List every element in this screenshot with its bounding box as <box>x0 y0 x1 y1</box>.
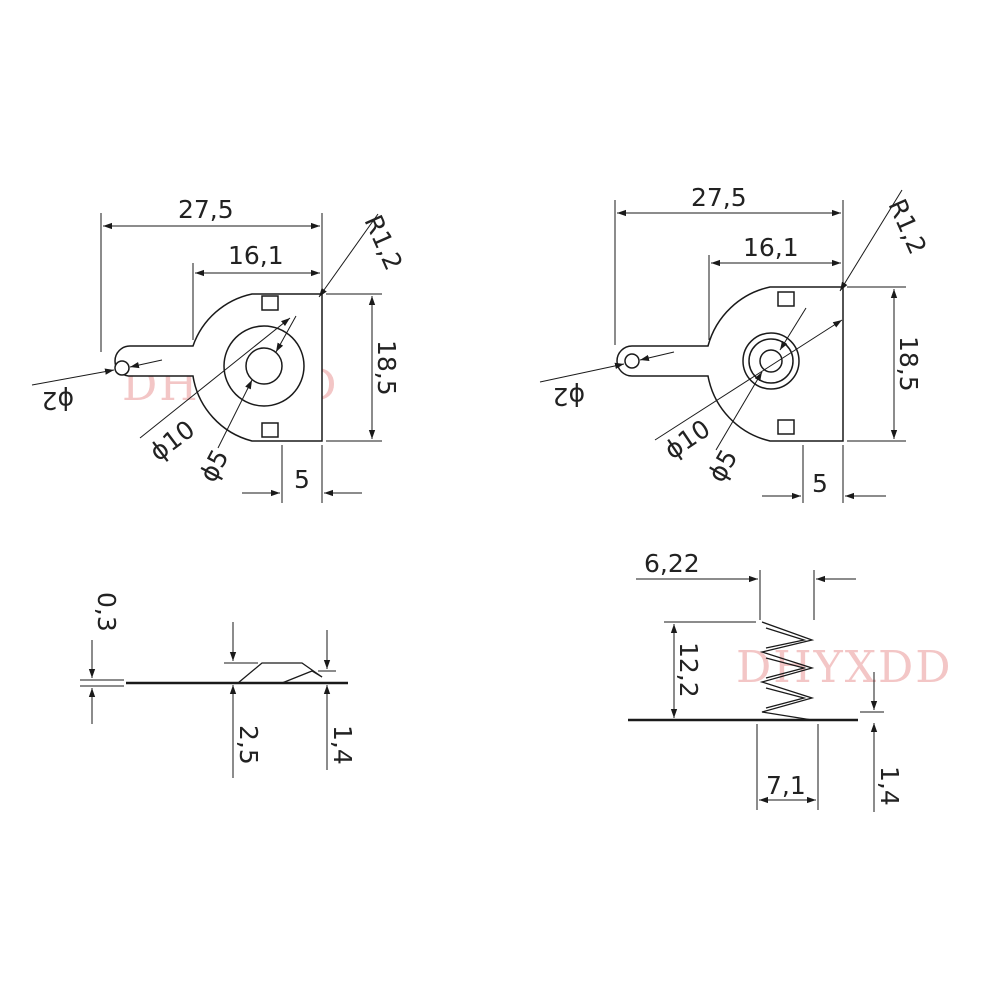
top-left-slot-bottom <box>261 422 279 438</box>
top-right-dim-tab-offset: 5 <box>812 469 828 498</box>
bottom-left-dim-bump-height: 2,5 <box>234 725 263 765</box>
top-left-dim-body-width: 16,1 <box>228 241 284 270</box>
top-left-dim-small-hole: ϕ2 <box>42 386 74 415</box>
bottom-left-bump <box>237 662 323 684</box>
top-left-dim-outer-diameter: ϕ10 <box>144 415 200 467</box>
top-right-plate-outline <box>616 286 844 442</box>
top-right-dim-inner-diameter: ϕ5 <box>702 444 743 487</box>
top-left-dim-tab-offset: 5 <box>294 465 310 494</box>
bottom-left-dim-bump-rise: 1,4 <box>328 725 357 765</box>
top-right-view: 27,5 16,1 18,5 R1,2 ϕ2 ϕ10 ϕ5 5 <box>539 183 933 503</box>
bottom-right-dim-spring-height: 12,2 <box>674 642 703 698</box>
top-right-small-hole <box>624 353 640 369</box>
top-right-dim-height: 18,5 <box>894 336 923 392</box>
top-right-dim-outer-diameter: ϕ10 <box>659 414 715 465</box>
top-right-dim-overall-width: 27,5 <box>691 183 747 212</box>
top-left-dim-height: 18,5 <box>372 340 401 396</box>
top-right-dim-radius: R1,2 <box>883 195 933 259</box>
top-right-inner-hole <box>759 349 783 373</box>
top-left-small-hole <box>114 360 130 376</box>
top-left-dim-overall-width: 27,5 <box>178 195 234 224</box>
bottom-right-spring-inner <box>765 627 807 709</box>
top-left-slot-top <box>261 295 279 311</box>
bottom-right-spring-outer <box>759 621 815 721</box>
top-right-slot-top <box>777 291 795 307</box>
bottom-right-dim-spring-base-width: 7,1 <box>766 771 806 800</box>
bottom-right-dim-base-rise: 1,4 <box>875 766 904 806</box>
watermark-right: DHYXDD <box>736 642 953 693</box>
bottom-right-dim-spring-top-width: 6,22 <box>644 549 700 578</box>
top-right-dim-body-width: 16,1 <box>743 233 799 262</box>
bottom-left-bump-inner <box>281 670 323 684</box>
top-left-inner-hole <box>245 347 283 385</box>
bottom-left-view: 0,3 2,5 1,4 <box>80 592 357 778</box>
bottom-left-dim-thickness: 0,3 <box>92 592 121 632</box>
bottom-right-view: 6,22 12,2 7,1 1,4 <box>628 549 904 812</box>
top-right-slot-bottom <box>777 419 795 435</box>
top-left-dim-inner-diameter: ϕ5 <box>194 445 235 487</box>
top-left-view: 27,5 16,1 18,5 R1,2 ϕ2 ϕ10 ϕ5 5 <box>31 195 409 503</box>
top-right-dim-small-hole: ϕ2 <box>553 382 585 411</box>
top-left-dim-radius: R1,2 <box>359 211 409 275</box>
